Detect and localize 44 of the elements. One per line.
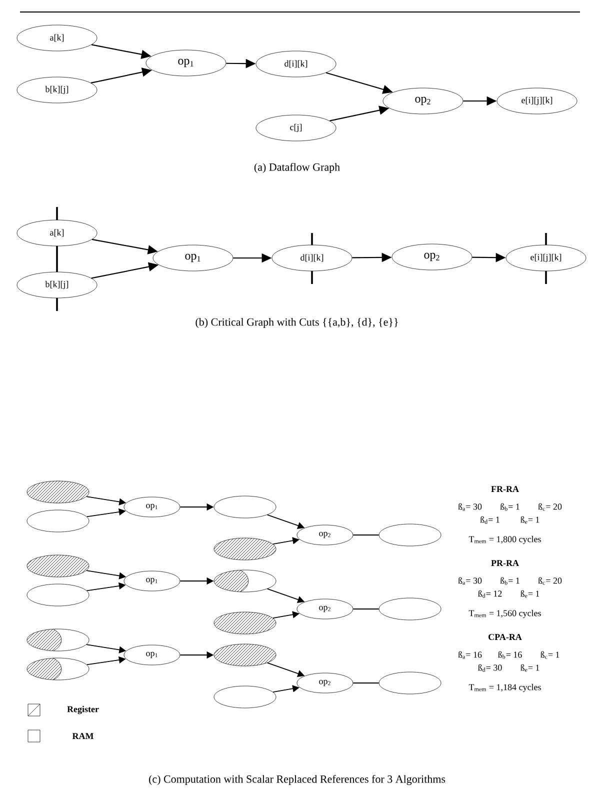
memory-time: T$_{mem}$ = 1,560 cycles [468,610,541,618]
parameter-value: ß$_{c}$= 1 [540,651,560,659]
legend-label: Register [67,706,99,714]
data-ellipse [378,598,442,620]
parameter-value: ß$_{a}$= 16 [458,651,482,659]
connector-line [352,682,380,684]
parameter-value: ß$_{e}$= 1 [520,664,540,672]
legend-label: RAM [72,733,94,739]
parameter-value: ß$_{c}$= 20 [538,577,562,585]
data-ellipse [378,672,442,694]
caption: (a) Dataflow Graph [254,162,340,174]
data-ellipse [378,524,442,546]
parameter-value: ß$_{e}$= 1 [520,516,540,524]
parameter-value: ß$_{b}$= 16 [498,651,522,659]
parameter-value: ß$_{d}$= 30 [478,664,502,672]
register-ellipse [214,612,276,634]
parameter-value: ß$_{b}$= 1 [500,577,520,585]
caption: (c) Computation with Scalar Replaced References for 3 Algorithms [149,774,446,786]
parameter-value: ß$_{a}$= 30 [458,503,482,511]
parameter-value: ß$_{a}$= 30 [458,577,482,585]
memory-time: T$_{mem}$ = 1,800 cycles [468,536,541,544]
parameter-value: ß$_{d}$= 12 [478,590,502,598]
algorithm-title: CPA-RA [488,634,522,640]
connector-line [352,608,380,610]
parameter-value: ß$_{e}$= 1 [520,590,540,598]
data-ellipse [26,510,90,532]
split-ellipse [214,570,276,592]
split-ellipse [26,628,90,652]
caption: (b) Critical Graph with Cuts {{a,b}, {d}, {e}} [196,318,398,328]
register-ellipse [214,644,276,666]
parameter-value: ß$_{d}$= 1 [480,516,500,524]
parameter-value: ß$_{c}$= 20 [538,503,562,511]
data-ellipse [214,496,276,518]
data-ellipse [214,686,276,708]
parameter-value: ß$_{b}$= 1 [500,503,520,511]
register-ellipse [26,554,90,578]
connector-line [352,534,380,536]
register-ellipse [26,480,90,504]
memory-time: T$_{mem}$ = 1,184 cycles [468,684,541,692]
data-ellipse [26,584,90,606]
register-ellipse [214,538,276,560]
split-ellipse [26,658,90,680]
algorithm-title: PR-RA [491,560,519,566]
algorithm-title: FR-RA [491,486,519,492]
